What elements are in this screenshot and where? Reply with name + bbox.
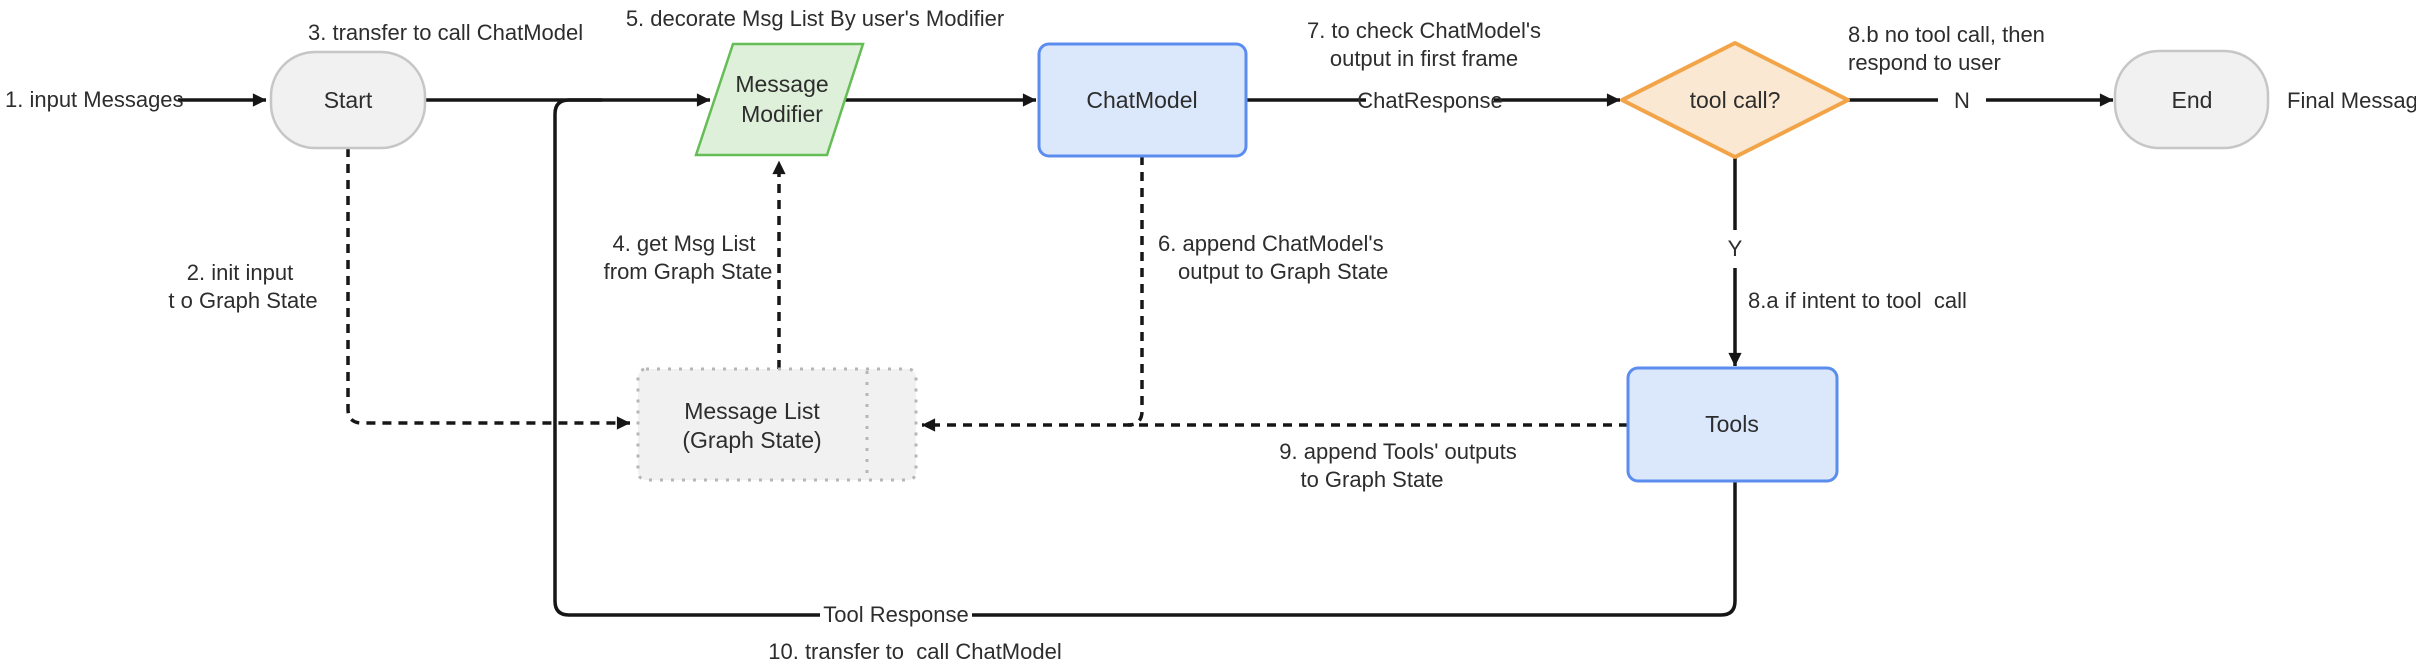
annotation-step9-line1: 9. append Tools' outputs	[1279, 439, 1516, 464]
annotation-step6-line1: 6. append ChatModel's	[1158, 231, 1384, 256]
node-tools	[1626, 366, 1839, 483]
node-chatmodel	[1037, 42, 1248, 158]
label-input-messages: 1. input Messages	[5, 87, 184, 112]
edge-tool-response-right	[972, 481, 1737, 617]
annotation-step2-line2: t o Graph State	[168, 288, 317, 313]
node-end-label: End	[2172, 87, 2213, 113]
annotation-step9-line2: to Graph State	[1300, 467, 1443, 492]
annotation-step2-line1: 2. init input	[187, 260, 293, 285]
annotation-step5: 5. decorate Msg List By user's Modifier	[626, 6, 1004, 31]
annotation-step8a: 8.a if intent to tool call	[1748, 288, 1967, 313]
node-tool-call-decision	[1620, 41, 1850, 159]
node-start	[269, 50, 427, 150]
node-message-list-label-line1: Message List	[684, 398, 820, 424]
annotation-step7-line1: 7. to check ChatModel's	[1307, 18, 1541, 43]
label-yes: Y	[1728, 236, 1743, 261]
node-start-label: Start	[324, 87, 373, 113]
annotation-step8b-line1: 8.b no tool call, then	[1848, 22, 2045, 47]
label-chat-response: ChatResponse	[1357, 88, 1503, 113]
node-chatmodel-label: ChatModel	[1086, 87, 1197, 113]
annotation-step3: 3. transfer to call ChatModel	[308, 20, 583, 45]
annotation-step8b-line2: respond to user	[1848, 50, 2001, 75]
edge-tool-response-left	[553, 98, 820, 617]
node-tool-call-decision-label: tool call?	[1690, 87, 1781, 113]
node-message-modifier-label-line1: Message	[735, 71, 828, 97]
node-message-modifier	[694, 42, 865, 157]
node-message-list	[636, 367, 918, 482]
node-tools-label: Tools	[1705, 411, 1759, 437]
label-tool-response: Tool Response	[823, 602, 969, 627]
node-message-list-label-line2: (Graph State)	[682, 427, 821, 453]
annotation-step4-line1: 4. get Msg List	[612, 231, 755, 256]
annotation-step7-line2: output in first frame	[1330, 46, 1518, 71]
node-message-modifier-label-line2: Modifier	[741, 101, 823, 127]
edge-chatmodel-to-message-list	[1127, 156, 1144, 427]
annotation-step4-line2: from Graph State	[604, 259, 773, 284]
edge-start-to-message-list	[346, 148, 631, 430]
label-final-message: Final Message	[2287, 88, 2416, 113]
label-no: N	[1954, 88, 1970, 113]
node-end	[2113, 49, 2270, 150]
annotation-step10: 10. transfer to call ChatModel	[768, 639, 1061, 664]
annotation-step6-line2: output to Graph State	[1178, 259, 1388, 284]
